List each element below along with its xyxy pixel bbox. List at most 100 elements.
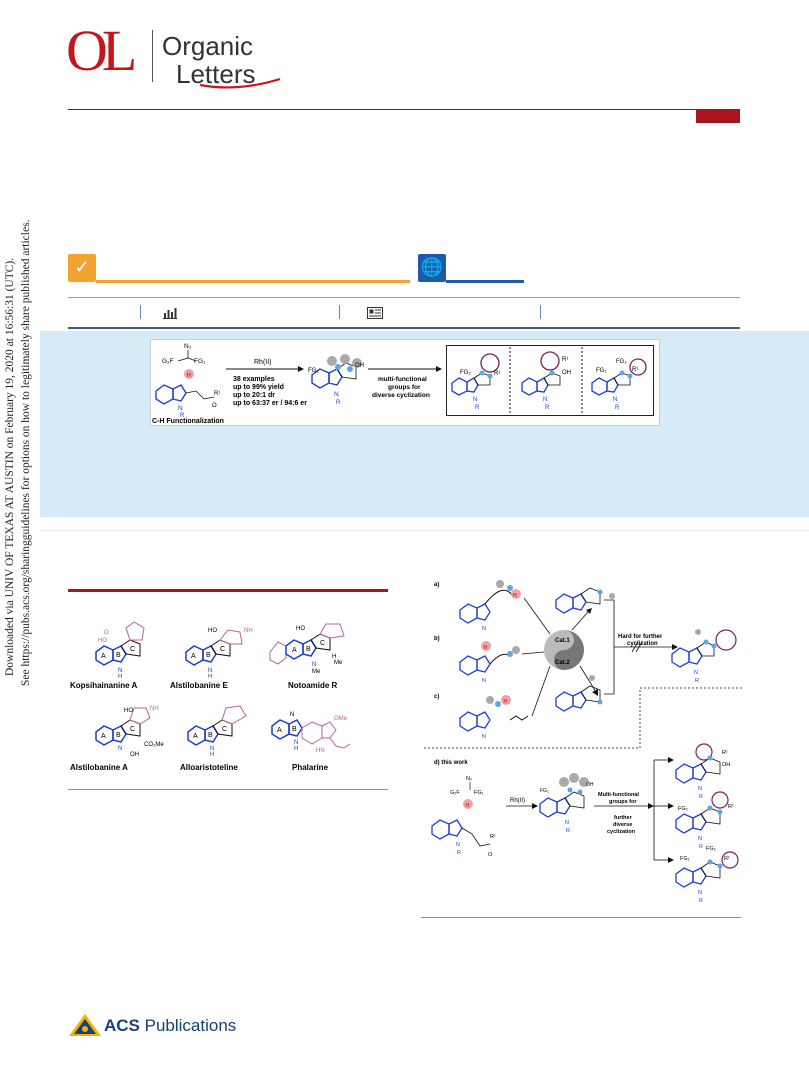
journal-name-line2: Letters	[176, 59, 256, 89]
scheme-cat1: Cat.1	[555, 638, 570, 644]
scheme-oh: OH	[722, 762, 730, 768]
scheme-hard-note: Hard for further	[618, 634, 663, 640]
compound-name: Kopsihainanine A	[70, 681, 137, 690]
scheme-d-note: diverse	[613, 822, 632, 828]
toc-arrow-note: multi-functional	[378, 376, 427, 383]
toc-graphic[interactable]	[150, 339, 660, 426]
ring-label: C	[320, 640, 325, 647]
figure1-structures: A B C O HO N H Kopsihainanine A A B C HO…	[70, 621, 351, 772]
scheme-fg2: FG₂	[540, 788, 549, 794]
atom-label: HN	[316, 748, 325, 754]
compound-alloaristoteline: A B C N H Alloaristoteline	[180, 705, 247, 772]
ring-label: A	[193, 733, 198, 740]
compound-kopsihainanine-a: A B C O HO N H Kopsihainanine A	[70, 621, 145, 690]
toc-fg1: FG₁	[194, 358, 206, 365]
ring-label: A	[191, 653, 196, 660]
compound-phalarine: A B OMe N HN N H Phalarine	[271, 712, 351, 772]
scheme-r1: R¹	[722, 750, 728, 756]
scheme-cat2: Cat.2	[555, 660, 570, 666]
atom-label: H	[294, 746, 298, 752]
atom-label: N	[210, 746, 214, 752]
scheme-fg2: FG₂	[706, 846, 716, 852]
scheme-r: R	[566, 828, 570, 834]
figure1-bottom-rule	[68, 789, 388, 790]
atom-label: HO	[208, 628, 217, 634]
toc-oh: OH	[562, 370, 571, 376]
acs-logo-icon[interactable]	[68, 1013, 102, 1037]
article-recommendations-icon[interactable]	[367, 307, 383, 319]
metrics-chart-icon[interactable]	[163, 307, 177, 319]
compound-alstilobanine-e: A B C HO NH N H Alstilobanine E	[170, 628, 253, 690]
compound-name: Alloaristoteline	[180, 763, 238, 772]
metrics-bar-bottom	[68, 327, 740, 329]
atom-label: N	[118, 668, 122, 674]
atom-label: Me	[312, 669, 321, 675]
toc-stat: up to 20:1 dr	[233, 392, 275, 399]
scheme-fg1: FG₁	[680, 856, 690, 862]
scheme-r1: R¹	[724, 856, 730, 862]
logo-divider	[152, 30, 153, 82]
scheme-n: N	[482, 626, 486, 632]
scheme-o: O	[488, 852, 493, 858]
atom-label: N	[118, 746, 122, 752]
globe-icon[interactable]: 🌐	[418, 254, 446, 282]
journal-name-line1: Organic	[162, 31, 254, 61]
toc-fg2: FG₂	[460, 370, 471, 376]
toc-oh: OH	[355, 363, 364, 369]
download-notice-line2: See https://pubs.acs.org/sharingguidelin…	[20, 219, 32, 686]
atom-label: CO₂Me	[144, 742, 164, 748]
atom-label: H	[332, 654, 336, 660]
scheme-r1: R¹	[728, 804, 734, 810]
toc-n: N	[178, 405, 183, 412]
toc-r: R	[615, 405, 620, 411]
publisher-name[interactable]: ACS Publications	[104, 1016, 236, 1036]
toc-o: O	[212, 403, 217, 409]
scheme-n: N	[565, 820, 569, 826]
metrics-bar-top	[68, 297, 740, 298]
toc-stat: up to 63:37 er / 94:6 er	[233, 400, 307, 407]
toc-stat: 38 examples	[233, 376, 275, 383]
atom-label: H	[208, 674, 212, 680]
atom-label: N	[290, 712, 294, 718]
scheme-label-d: d) this work	[434, 760, 468, 766]
atom-label: N	[208, 668, 212, 674]
atom-label: OH	[130, 752, 139, 758]
toc-indole-start	[155, 384, 187, 405]
toc-fg2: FG₂	[616, 359, 627, 365]
open-access-check-icon[interactable]: ✓	[68, 254, 96, 282]
ring-label: A	[277, 727, 282, 734]
scheme-n2: N₂	[466, 776, 472, 782]
compound-name: Notoamide R	[288, 681, 338, 690]
metrics-separator	[540, 305, 541, 319]
scheme-h: H	[466, 803, 470, 809]
scheme-label-b: b)	[434, 636, 440, 642]
toc-n2: N₂	[184, 343, 192, 350]
scheme-fg2: FG₂	[678, 806, 688, 812]
atom-label: OMe	[334, 716, 348, 722]
toc-r1: R¹	[562, 357, 568, 363]
ring-label: A	[101, 653, 106, 660]
ring-label: A	[101, 733, 106, 740]
ring-label: C	[222, 726, 227, 733]
scheme-r: R	[699, 844, 703, 850]
toc-products: FG₂ R¹ N R R¹ OH N R FG₂ FG₁ R¹ N R	[451, 347, 647, 413]
scheme-g2f: G₂F	[450, 790, 460, 796]
toc-fg1: FG₁	[596, 368, 606, 374]
ring-label: B	[292, 726, 297, 733]
atom-label: N	[294, 740, 298, 746]
atom-label: HO	[296, 626, 305, 632]
scheme-d-note: further	[614, 815, 633, 821]
atom-label: O	[104, 630, 109, 636]
scheme-n: N	[482, 734, 486, 740]
scheme-hard-note: cyclization	[627, 641, 658, 647]
logo-swoosh	[199, 77, 281, 89]
scheme-label-c: c)	[434, 694, 439, 700]
toc-g2f: G₂F	[162, 358, 174, 365]
toc-fg2: FG₂	[308, 368, 319, 374]
toc-r: R	[336, 400, 341, 406]
toc-n: N	[613, 397, 617, 403]
ring-label: C	[130, 726, 135, 733]
compound-name: Alstilobanine A	[70, 763, 128, 772]
access-bar-blue	[446, 280, 524, 283]
toc-scheme: N₂ G₂F FG₁ H N R R¹ O C-H Functionalizat…	[152, 343, 442, 425]
